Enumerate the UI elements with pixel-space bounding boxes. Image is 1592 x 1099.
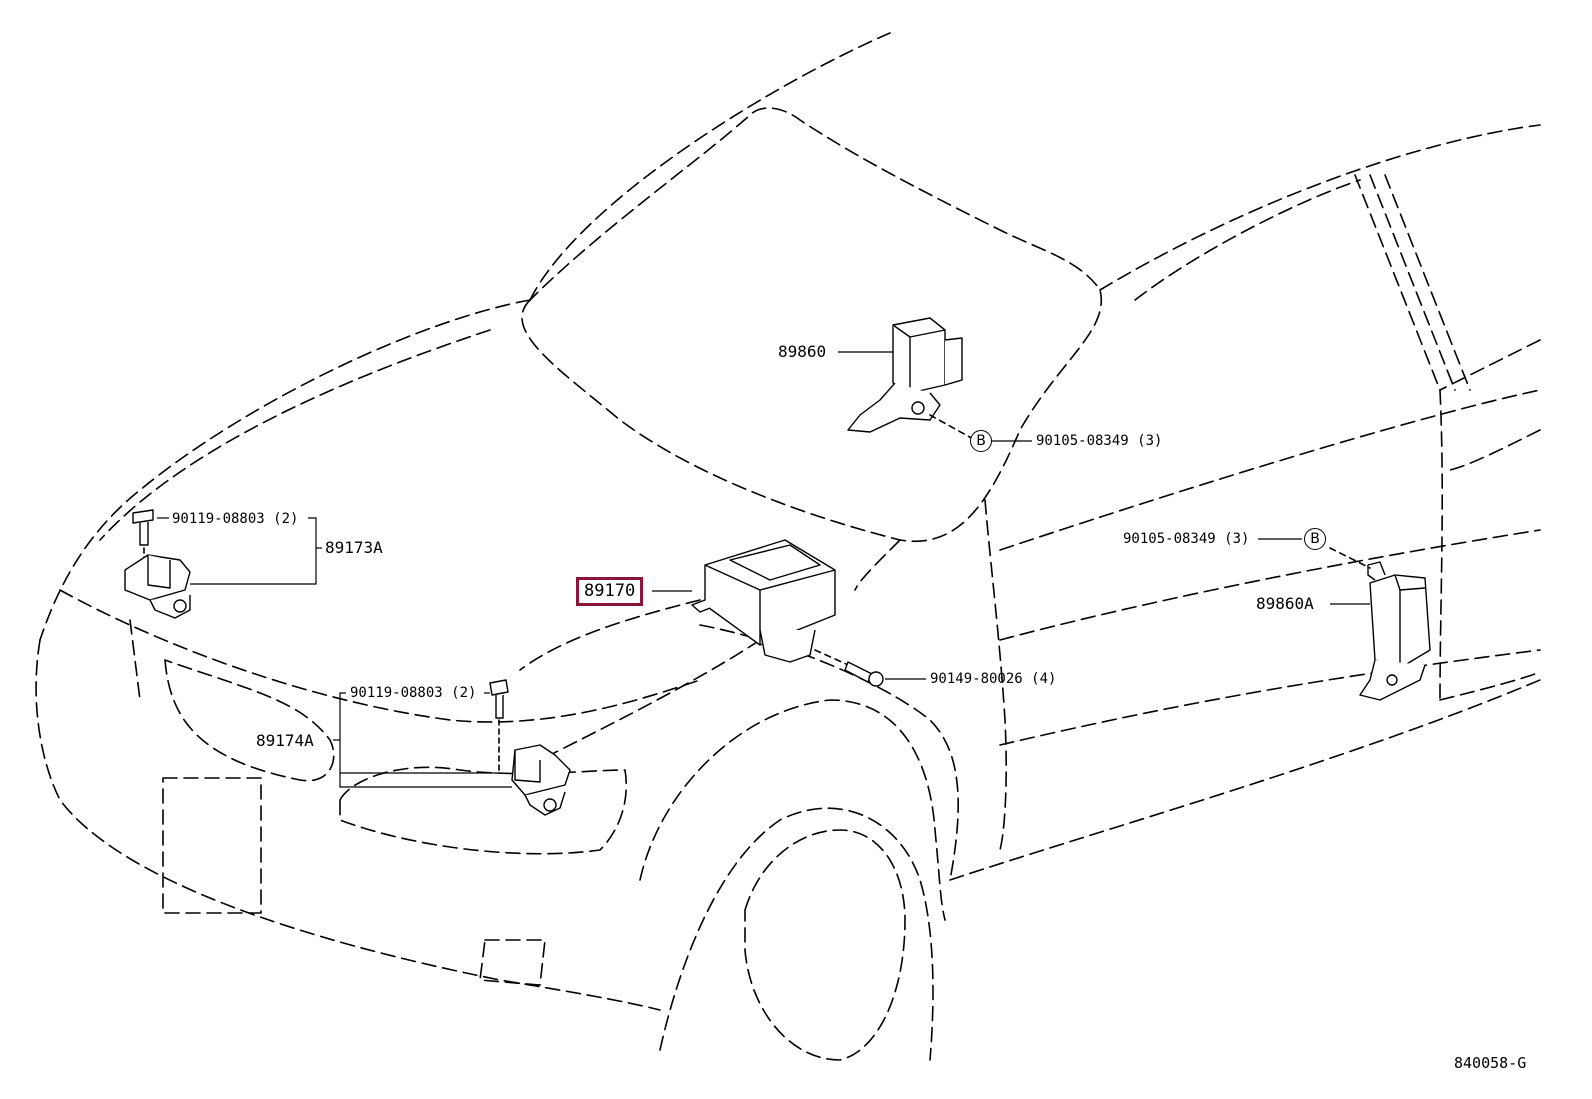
marker-b-upper: B (970, 430, 992, 452)
fastener-label-90105-upper[interactable]: 90105-08349 (3) (1036, 433, 1163, 449)
fastener-label-90119-upper[interactable]: 90119-08803 (2) (172, 511, 299, 527)
sensor-89174A-illustration (489, 679, 571, 816)
sensor-89860A-illustration (1329, 547, 1431, 701)
fastener-label-90105-lower[interactable]: 90105-08349 (3) (1123, 531, 1250, 547)
fastener-label-90119-lower[interactable]: 90119-08803 (2) (350, 685, 477, 701)
ecu-89170-illustration (691, 539, 884, 687)
part-label-89173A[interactable]: 89173A (325, 538, 383, 557)
figure-reference: 840058-G (1454, 1054, 1527, 1072)
fastener-label-90149[interactable]: 90149-80026 (4) (930, 671, 1057, 687)
leader-lines (157, 351, 1370, 788)
sensor-89860-illustration (847, 317, 976, 441)
marker-b-upper-text: B (976, 433, 986, 449)
part-label-89860A[interactable]: 89860A (1256, 594, 1314, 613)
part-label-89860[interactable]: 89860 (778, 342, 827, 361)
part-label-89170-highlighted[interactable]: 89170 (576, 577, 644, 606)
marker-b-lower-text: B (1310, 531, 1320, 547)
marker-b-lower: B (1304, 528, 1326, 550)
sensor-89173A-illustration (124, 509, 191, 619)
part-label-89174A[interactable]: 89174A (256, 731, 314, 750)
